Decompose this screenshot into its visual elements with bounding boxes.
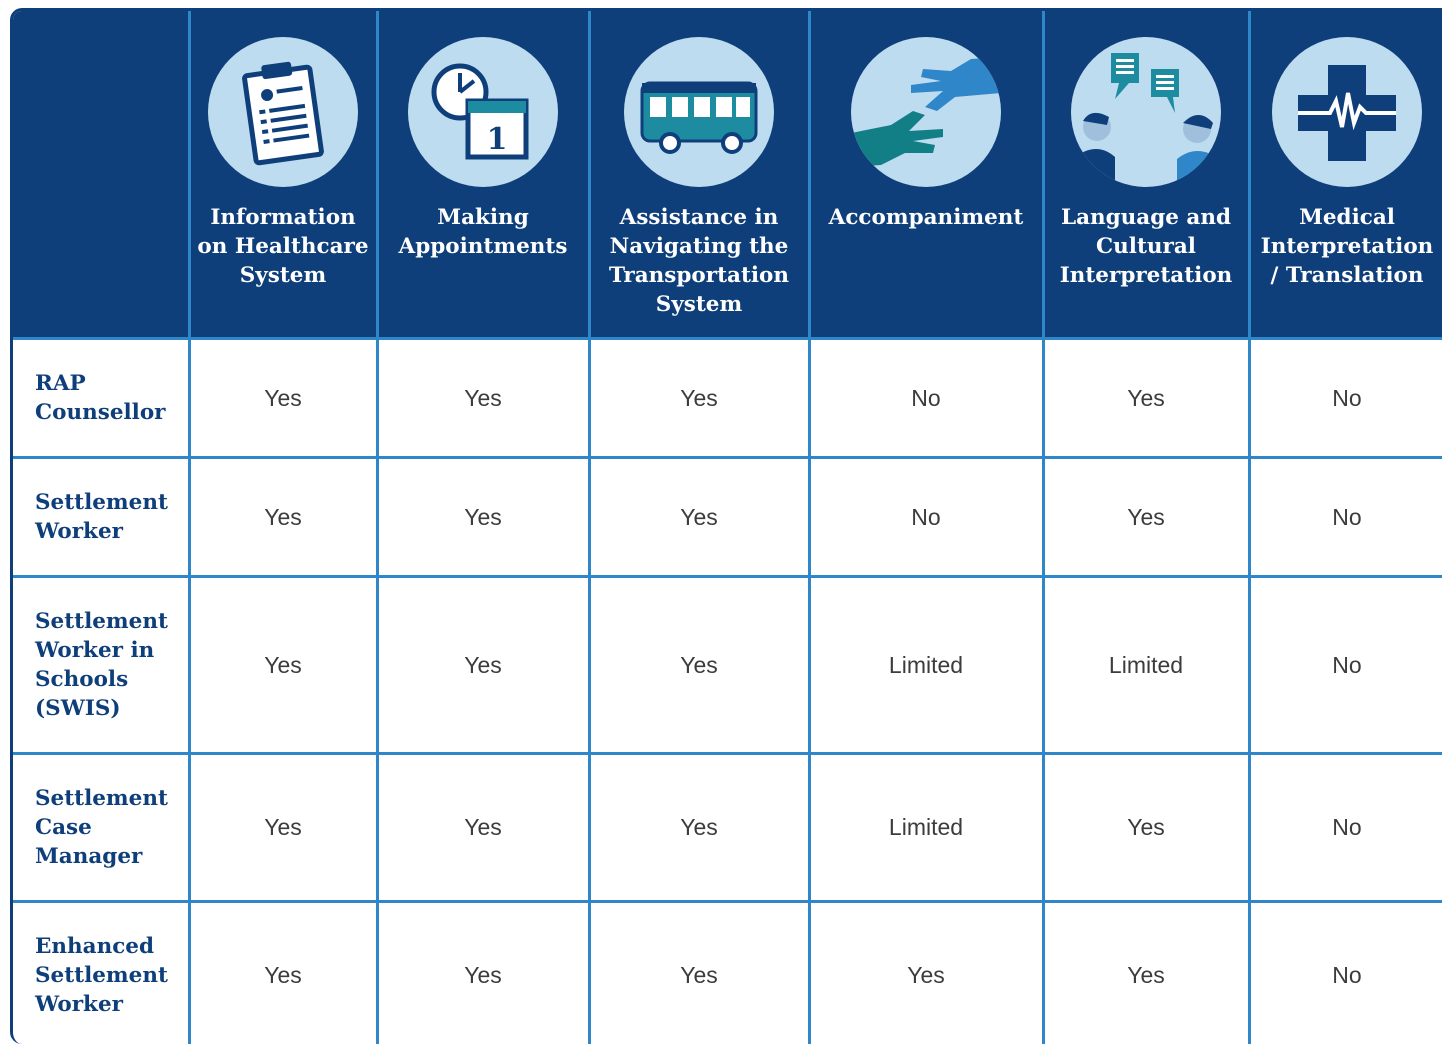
people-speech-icon [1071,37,1221,187]
table-cell: No [1247,752,1442,903]
table-cell: No [1247,456,1442,578]
table-cell: Limited [1041,575,1251,755]
table-cell: Yes [1041,752,1251,903]
column-header-label: Assistance in Navigating the Transportat… [608,205,790,317]
table-cell: Yes [187,575,379,755]
table-row: RAP Counsellor Yes Yes Yes No Yes No [13,337,1442,459]
column-header-language: Language and Cultural Interpretation [1041,11,1251,340]
table-cell: Yes [587,575,811,755]
table-row: Settlement Case Manager Yes Yes Yes Limi… [13,752,1442,903]
hands-icon [851,37,1001,187]
bus-icon [624,37,774,187]
table-cell: Yes [587,900,811,1044]
calendar-clock-icon: 1 [408,37,558,187]
header-row: Information on Healthcare System 1 Makin… [13,11,1442,340]
column-header-label: Information on Healthcare System [197,205,369,288]
table-cell: Yes [1041,337,1251,459]
column-header-transportation: Assistance in Navigating the Transportat… [587,11,811,340]
table-cell: No [1247,337,1442,459]
table-cell: No [807,456,1045,578]
table-row: Settlement Worker in Schools (SWIS) Yes … [13,575,1442,755]
table-cell: Yes [1041,456,1251,578]
column-header-label: Language and Cultural Interpretation [1059,205,1233,288]
row-label: Settlement Worker in Schools (SWIS) [13,575,191,755]
table-cell: Yes [187,752,379,903]
table-row: Enhanced Settlement Worker Yes Yes Yes Y… [13,900,1442,1044]
table-cell: No [1247,900,1442,1044]
row-label: Enhanced Settlement Worker [13,900,191,1044]
table-cell: Yes [375,575,591,755]
table-cell: No [1247,575,1442,755]
table-cell: Yes [1041,900,1251,1044]
row-label: RAP Counsellor [13,338,191,459]
column-header-appointments: 1 Making Appointments [375,11,591,340]
row-label: Settlement Case Manager [13,752,191,903]
medical-cross-icon [1272,37,1422,187]
corner-cell [13,11,191,340]
table-cell: Limited [807,752,1045,903]
table-cell: Yes [375,900,591,1044]
column-header-medical: Medical Interpretation / Translation [1247,11,1442,340]
svg-text:1: 1 [487,122,508,157]
clipboard-icon [208,37,358,187]
services-comparison-table: Information on Healthcare System 1 Makin… [13,11,1442,1044]
table-cell: No [807,337,1045,459]
column-header-label: Making Appointments [398,205,568,259]
table-cell: Yes [187,337,379,459]
table-cell: Yes [587,337,811,459]
column-header-label: Medical Interpretation / Translation [1260,205,1434,288]
table-cell: Yes [187,900,379,1044]
table-cell: Yes [587,456,811,578]
table-cell: Yes [375,337,591,459]
table-cell: Yes [807,900,1045,1044]
column-header-information: Information on Healthcare System [187,11,379,340]
column-header-accompaniment: Accompaniment [807,11,1045,340]
table-cell: Yes [375,752,591,903]
table-cell: Yes [187,456,379,578]
row-label: Settlement Worker [13,456,191,578]
table-cell: Yes [587,752,811,903]
table-row: Settlement Worker Yes Yes Yes No Yes No [13,456,1442,578]
column-header-label: Accompaniment [828,205,1024,230]
table-cell: Limited [807,575,1045,755]
table-cell: Yes [375,456,591,578]
services-table-frame: Information on Healthcare System 1 Makin… [10,8,1442,1044]
